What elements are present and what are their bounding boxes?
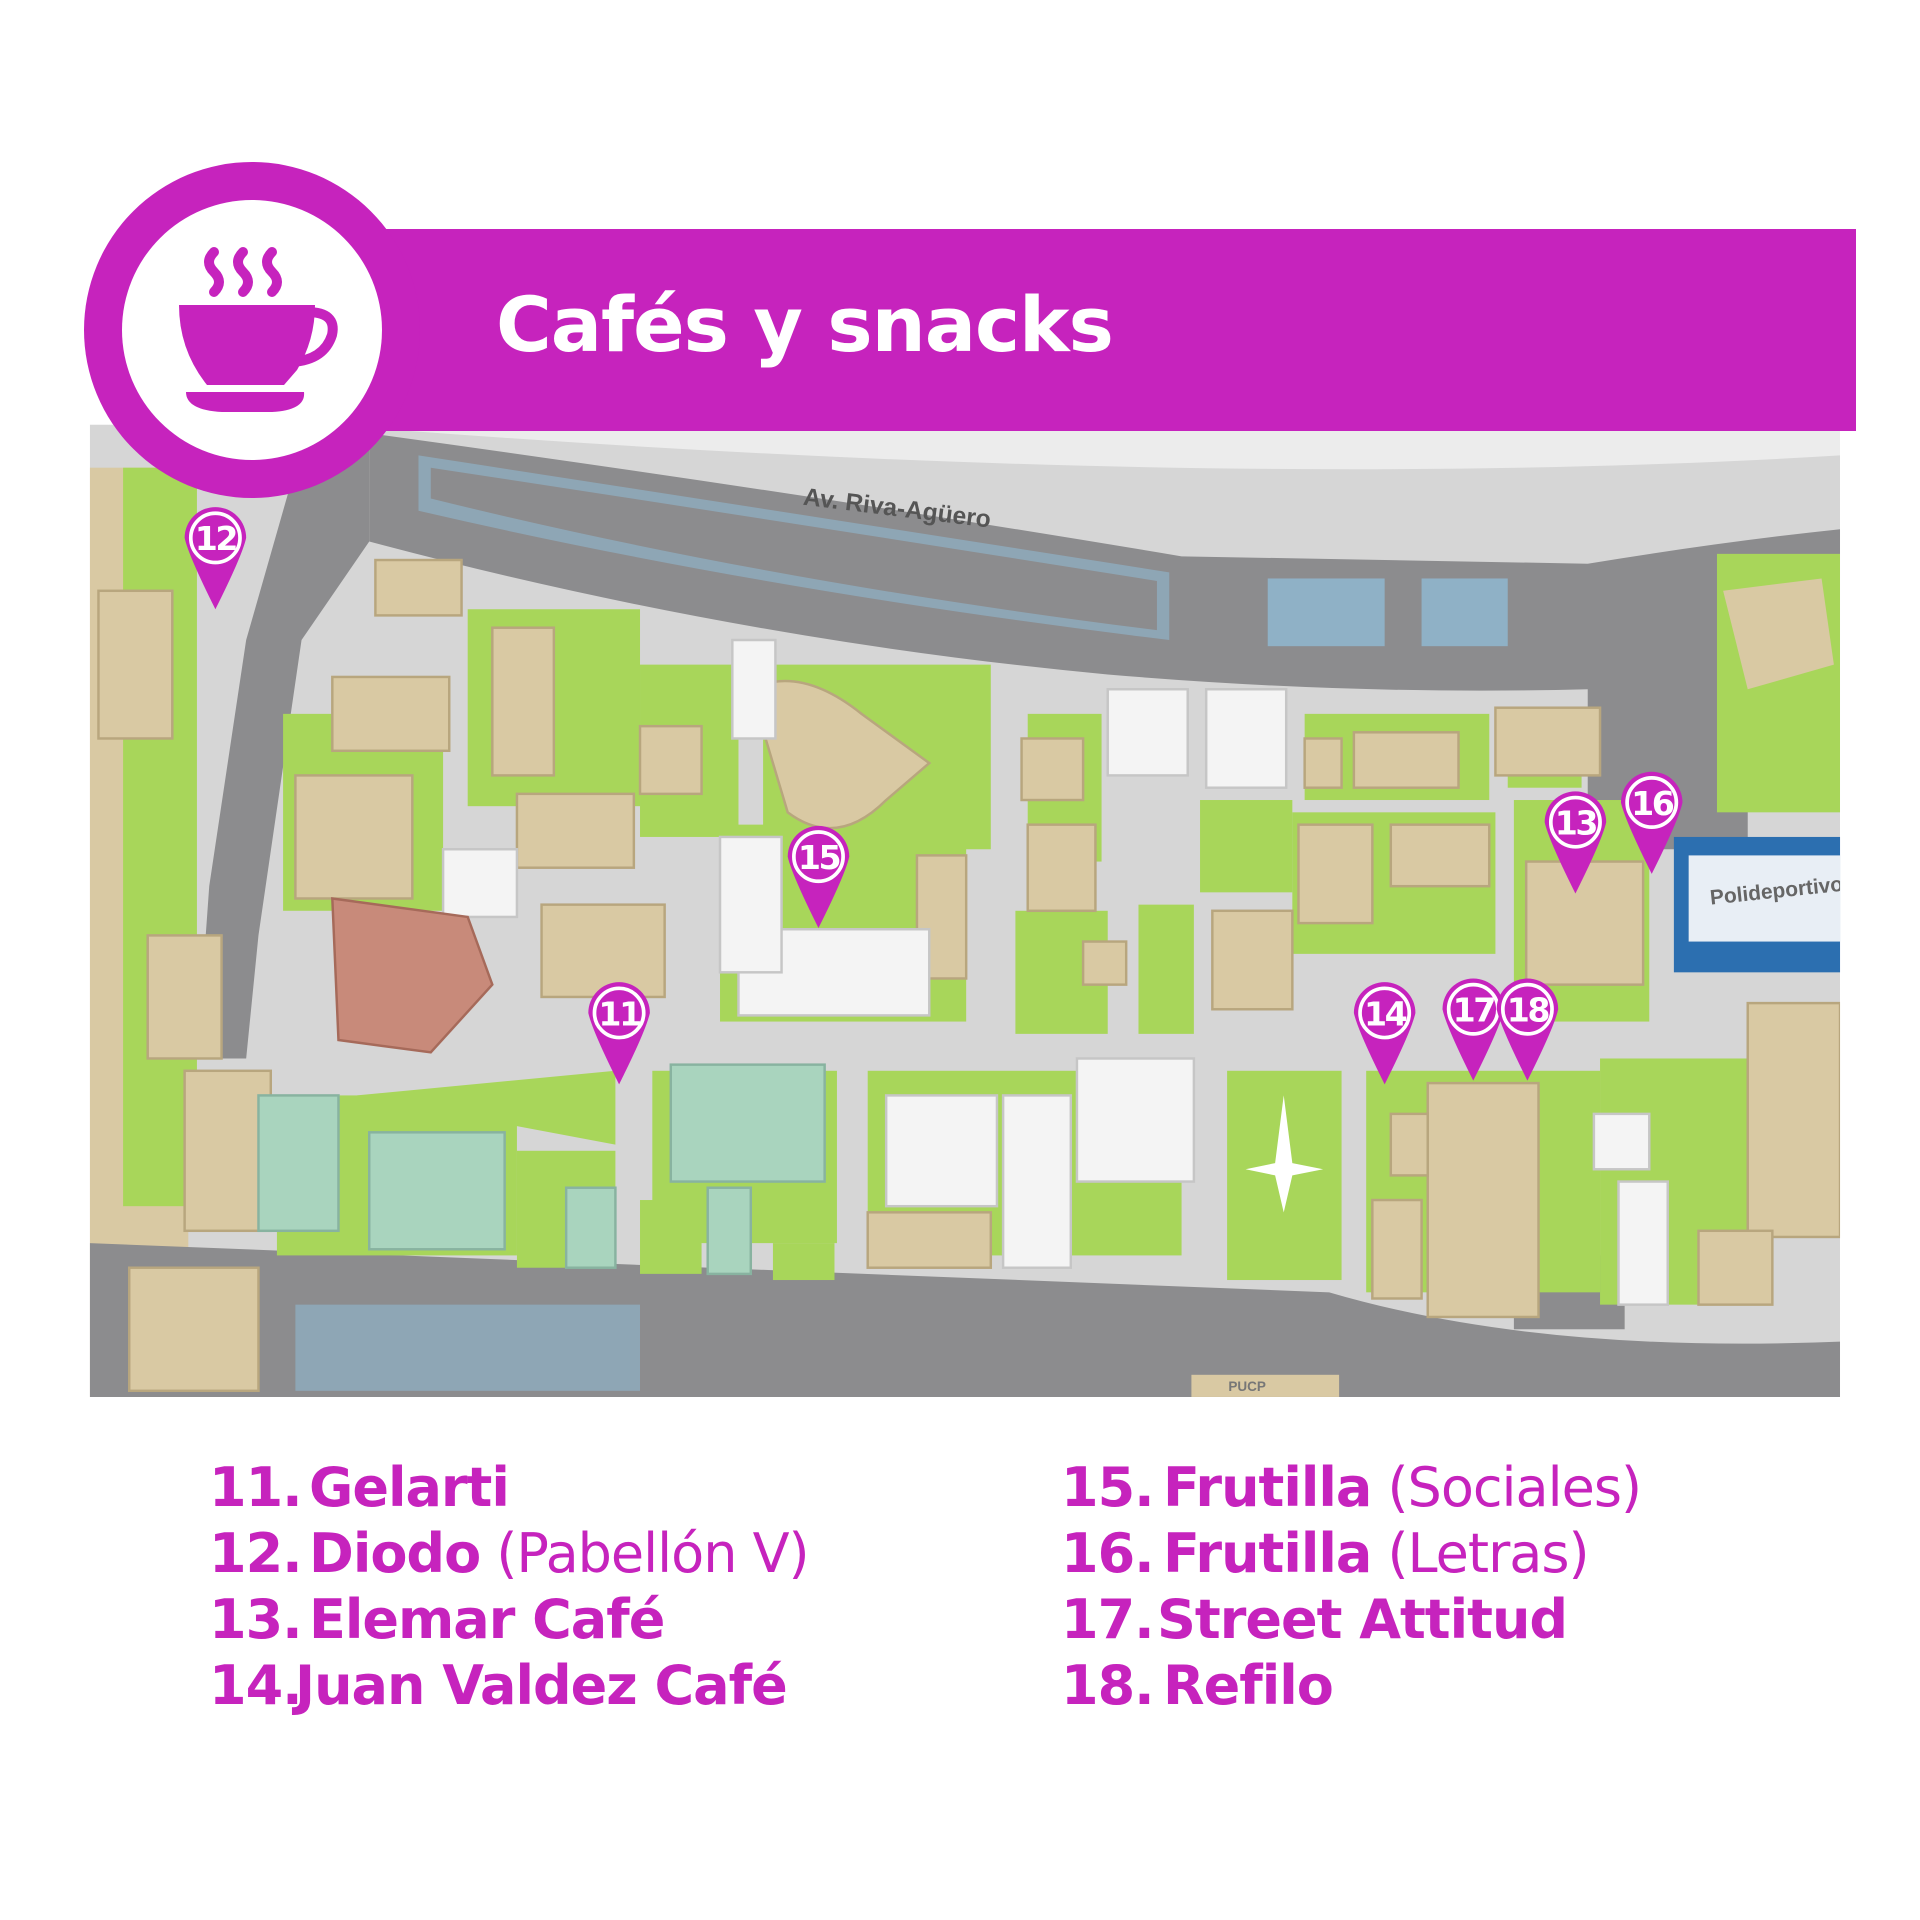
legend-item: 18.Refilo xyxy=(1061,1654,1334,1717)
pin-marker-icon xyxy=(787,825,850,929)
parking-lot xyxy=(295,1304,641,1391)
pin-marker-icon xyxy=(1442,978,1505,1081)
legend-number: 18. xyxy=(1061,1654,1155,1717)
legend-note: (Letras) xyxy=(1387,1522,1589,1585)
header-banner xyxy=(246,229,1856,431)
legend-item: 15.Frutilla (Sociales) xyxy=(1061,1456,1642,1519)
legend-number: 13. xyxy=(209,1588,303,1651)
pins-layer: 11 12 13 14 15 16 17 18 xyxy=(184,507,1683,1085)
gate xyxy=(1191,1374,1340,1397)
legend-note: (Pabellón V) xyxy=(496,1522,809,1585)
legend-item: 11.Gelarti xyxy=(209,1456,510,1519)
parking-lot xyxy=(1267,578,1385,647)
legend-name: Diodo xyxy=(309,1522,481,1585)
pin-ring xyxy=(1548,795,1602,849)
legend-name: Frutilla xyxy=(1163,1522,1372,1585)
legend-number: 15. xyxy=(1061,1456,1155,1519)
red-building xyxy=(331,897,494,1054)
pin-label: 16 xyxy=(1631,784,1674,823)
polideportivo-facade xyxy=(1688,855,1841,942)
legend-item: 14.Juan Valdez Café xyxy=(209,1654,788,1717)
legend-name: Elemar Café xyxy=(309,1588,665,1651)
pin-label: 11 xyxy=(598,994,640,1033)
map-pin-11[interactable]: 11 xyxy=(588,982,650,1085)
map-pin-14[interactable]: 14 xyxy=(1353,982,1416,1085)
pin-marker-icon xyxy=(184,507,247,610)
pin-label: 18 xyxy=(1507,991,1550,1030)
legend-number: 14. xyxy=(209,1654,303,1717)
legend-item: 12.Diodo (Pabellón V) xyxy=(209,1522,810,1585)
pin-ring xyxy=(1500,982,1554,1036)
pin-marker-icon xyxy=(1496,978,1559,1081)
top-margin xyxy=(89,424,1841,470)
map-pin-18[interactable]: 18 xyxy=(1496,978,1559,1081)
legend-number: 17. xyxy=(1061,1588,1155,1651)
legend-name: Frutilla xyxy=(1163,1456,1372,1519)
pin-ring xyxy=(1625,776,1679,829)
category-badge xyxy=(84,162,420,498)
legend-item: 17.Street Attitud xyxy=(1061,1588,1568,1651)
pin-label: 15 xyxy=(798,838,840,877)
pin-marker-icon xyxy=(1544,791,1607,894)
legend-number: 16. xyxy=(1061,1522,1155,1585)
legend-number: 12. xyxy=(209,1522,303,1585)
page-title: Cafés y snacks xyxy=(496,280,1114,369)
legend-name: Street Attitud xyxy=(1157,1588,1568,1651)
gate-label: PUCP xyxy=(1228,1379,1266,1394)
map-pin-12[interactable]: 12 xyxy=(184,507,247,610)
pin-marker-icon xyxy=(588,982,650,1085)
legend-name: Juan Valdez Café xyxy=(295,1654,788,1717)
legend-item: 16.Frutilla (Letras) xyxy=(1061,1522,1590,1585)
pin-marker-icon xyxy=(1620,771,1683,874)
compass-star xyxy=(1245,1095,1324,1213)
pin-label: 17 xyxy=(1453,991,1495,1030)
map-pin-17[interactable]: 17 xyxy=(1442,978,1505,1081)
pin-ring xyxy=(188,511,242,565)
pin-label: 13 xyxy=(1555,803,1597,842)
map-pin-13[interactable]: 13 xyxy=(1544,791,1607,894)
coffee-cup-icon xyxy=(179,247,338,412)
legend-number: 11. xyxy=(209,1456,303,1519)
pin-label: 12 xyxy=(195,519,237,558)
pin-ring xyxy=(1358,986,1412,1040)
pin-marker-icon xyxy=(1353,982,1416,1085)
pin-ring xyxy=(792,830,845,884)
legend-name: Refilo xyxy=(1163,1654,1334,1717)
white-buildings xyxy=(441,638,1669,1306)
parking-lot xyxy=(430,467,1157,631)
map-pin-15[interactable]: 15 xyxy=(787,825,850,929)
green-buildings xyxy=(257,1063,826,1276)
legend-item: 13.Elemar Café xyxy=(209,1588,665,1651)
legend-note: (Sociales) xyxy=(1387,1456,1642,1519)
buildings xyxy=(97,558,1841,1393)
sports-field xyxy=(1723,578,1834,690)
parking-lot xyxy=(1421,578,1508,647)
pin-label: 14 xyxy=(1364,994,1407,1033)
pin-ring xyxy=(592,986,646,1040)
map-pin-16[interactable]: 16 xyxy=(1620,771,1683,874)
legend-name: Gelarti xyxy=(309,1456,510,1519)
